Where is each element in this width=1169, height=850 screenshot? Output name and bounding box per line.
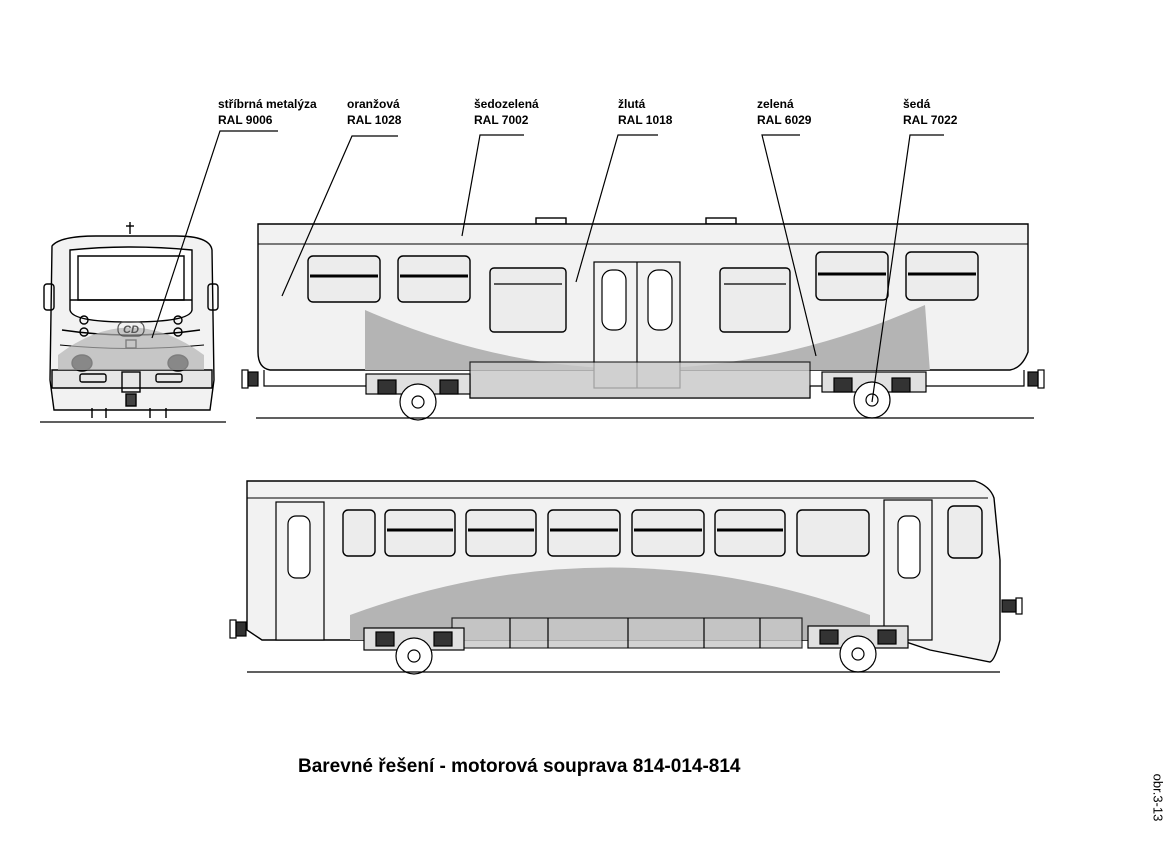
top-bogie-right <box>821 371 927 419</box>
cab-window <box>947 505 983 559</box>
top-swoosh <box>365 305 930 370</box>
top-window <box>397 255 471 303</box>
top-bogie-left <box>365 373 471 421</box>
front-swoosh <box>58 327 204 370</box>
top-window <box>489 267 567 333</box>
callout-graygreen-ral: RAL 7002 <box>474 113 529 127</box>
callout-silver: stříbrná metalýza RAL 9006 <box>218 96 317 128</box>
callout-gray: šedá RAL 7022 <box>903 96 957 128</box>
callout-orange-ral: RAL 1028 <box>347 113 402 127</box>
callout-gray-name: šedá <box>903 97 931 111</box>
top-window <box>815 251 889 301</box>
top-window <box>719 267 791 333</box>
callout-orange-name: oranžová <box>347 97 400 111</box>
diagram-caption: Barevné řešení - motorová souprava 814-0… <box>298 756 741 777</box>
callout-leaders <box>151 130 944 403</box>
callout-gray-ral: RAL 7022 <box>903 113 958 127</box>
callout-silver-name: stříbrná metalýza <box>218 97 317 111</box>
cd-logo <box>117 321 145 337</box>
callout-green-name: zelená <box>757 97 794 111</box>
callout-silver-ral: RAL 9006 <box>218 113 273 127</box>
bottom-window <box>714 509 786 557</box>
bottom-window <box>342 509 376 557</box>
callout-green-ral: RAL 6029 <box>757 113 812 127</box>
bottom-bogie-right <box>807 625 909 673</box>
callout-orange: oranžová RAL 1028 <box>347 96 401 128</box>
bottom-window <box>547 509 621 557</box>
callout-graygreen-name: šedozelená <box>474 97 539 111</box>
callout-yellow-name: žlutá <box>618 97 646 111</box>
top-window <box>905 251 979 301</box>
bottom-bogie-left <box>363 627 465 675</box>
callout-yellow-ral: RAL 1018 <box>618 113 673 127</box>
callout-graygreen: šedozelená RAL 7002 <box>474 96 539 128</box>
top-window <box>307 255 381 303</box>
callout-yellow: žlutá RAL 1018 <box>618 96 672 128</box>
figure-number: obr.3-13 <box>1150 773 1166 822</box>
bottom-window <box>796 509 870 557</box>
callout-green: zelená RAL 6029 <box>757 96 811 128</box>
bottom-window <box>384 509 456 557</box>
cd-logo-text: CD <box>123 324 139 336</box>
bottom-window <box>465 509 537 557</box>
bottom-window <box>631 509 705 557</box>
